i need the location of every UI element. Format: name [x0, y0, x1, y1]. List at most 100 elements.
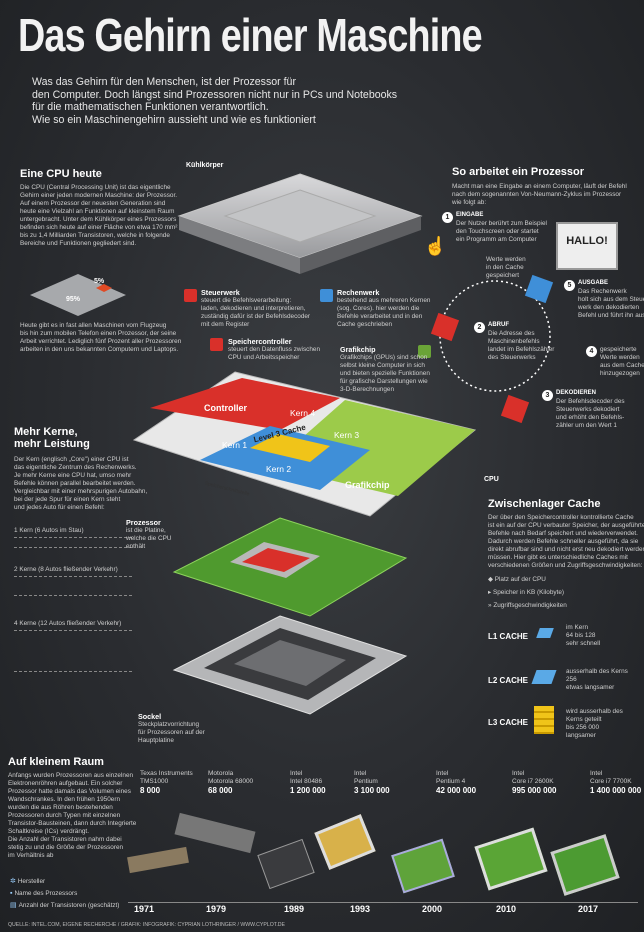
lane1-label: 1 Kern (6 Autos im Stau)	[14, 527, 84, 534]
so-arbeitet-heading: So arbeitet ein Prozessor	[452, 166, 585, 178]
steuerwerk-icon	[184, 289, 197, 302]
year-1971: 1971	[134, 904, 155, 914]
sockel-title: Sockel	[138, 712, 162, 721]
place-icon: ◆	[488, 576, 495, 583]
cache-legend: ◆ Platz auf der CPU ▸ Speicher in KB (Ki…	[488, 576, 567, 609]
pct-big: 95%	[66, 296, 81, 303]
die-grafikchip: Grafikchip	[345, 480, 390, 490]
l1-block-graphic	[536, 628, 554, 638]
cpu-heute-text: Die CPU (Central Processing Unit) ist da…	[20, 184, 178, 247]
lane1-road	[14, 537, 132, 548]
auf-kleinem-raum-text: Anfangs wurden Prozessoren aus einzelnen…	[8, 772, 137, 859]
lane2-road	[14, 576, 132, 596]
l3-details: wird ausserhalb des Kerns geteilt bis 25…	[566, 708, 623, 739]
mehr-kerne-text: Der Kern (englisch „Core") einer CPU ist…	[14, 456, 148, 511]
monitor-text: HALLO!	[566, 235, 608, 247]
die-controller: Controller	[204, 403, 248, 413]
l1-label: L1 CACHE	[488, 632, 529, 641]
speed-icon: »	[488, 602, 494, 609]
so-arbeitet-text: Macht man eine Eingabe an einem Computer…	[452, 183, 627, 206]
year-2000: 2000	[422, 904, 443, 914]
steuerwerk-text: steuert die Befehlsverarbeitung:laden, d…	[201, 297, 311, 328]
l2-block-graphic	[531, 670, 557, 684]
year-1989: 1989	[284, 904, 305, 914]
lane2-label: 2 Kerne (8 Autos fließender Verkehr)	[14, 566, 118, 573]
grafikchip-title: Grafikchip	[340, 345, 376, 354]
year-1993: 1993	[350, 904, 371, 914]
auf-kleinem-raum-heading: Auf kleinem Raum	[8, 756, 104, 768]
lane4-label: 4 Kerne (12 Autos fließender Verkehr)	[14, 620, 122, 627]
timeline-item-1971: Texas Instruments TMS1000 8 000	[140, 770, 193, 795]
calculator-icon	[320, 289, 333, 302]
gear-icon: ✲	[10, 878, 18, 885]
zwischenlager-text: Der über den Speichercontroller kontroll…	[488, 514, 644, 569]
lane4-road	[14, 630, 132, 672]
die-kern1: Kern 1	[222, 440, 248, 450]
step2-number: 2	[474, 322, 485, 333]
star-icon	[418, 345, 431, 358]
timeline-item-1979: Motorola Motorola 68000 68 000	[208, 770, 254, 795]
l1-details: im Kern 64 bis 128 sehr schnell	[566, 624, 601, 647]
heat-sink-graphic	[177, 173, 423, 274]
chip-2017-graphic	[550, 834, 620, 896]
step5-title: AUSGABE	[578, 280, 609, 286]
chip-2010-graphic	[474, 827, 548, 891]
timeline-item-1993: Intel Pentium 3 100 000	[354, 770, 390, 795]
cycle-graphic	[439, 280, 551, 392]
year-2017: 2017	[578, 904, 599, 914]
timeline-item-1989: Intel Intel 80486 1 200 000	[290, 770, 326, 795]
socket-graphic	[172, 615, 408, 715]
timeline-item-2000: Intel Pentium 4 42 000 000	[436, 770, 477, 795]
step3-number: 3	[542, 390, 553, 401]
monitor-graphic: HALLO!	[556, 222, 618, 270]
rechenwerk-title: Rechenwerk	[337, 288, 380, 297]
speichercontroller-title: Speichercontroller	[228, 337, 292, 346]
timeline-axis	[128, 902, 638, 903]
step1-number: 1	[442, 212, 453, 223]
lead-text: Was das Gehirn für den Menschen, ist der…	[32, 76, 398, 126]
zwischenlager-heading: Zwischenlager Cache	[488, 498, 601, 510]
l2-details: ausserhalb des Kerns 256 etwas langsamer	[566, 668, 628, 691]
l3-stack-graphic	[534, 706, 554, 734]
rechenwerk-text: bestehend aus mehreren Kernen(sog. Cores…	[337, 297, 431, 328]
chip-icon: ▪	[10, 890, 15, 897]
l3-label: L3 CACHE	[488, 718, 529, 727]
mehr-kerne-heading-2: mehr Leistung	[14, 438, 90, 450]
steuerwerk-title: Steuerwerk	[201, 288, 240, 297]
step4-number: 4	[586, 346, 597, 357]
chip-2000-graphic	[391, 838, 455, 894]
source-footer: QUELLE: INTEL.COM, EIGENE RECHERCHE / GR…	[8, 922, 285, 928]
timeline-item-2010: Intel Core i7 2600K 995 000 000	[512, 770, 557, 795]
storage-icon: ▸	[488, 589, 493, 596]
kuehlkoerper-label: Kühlkörper	[186, 162, 224, 169]
share-text: Heute gibt es in fast allen Maschinen vo…	[20, 322, 182, 353]
processor-board-graphic	[172, 517, 408, 617]
step3-title: DEKODIEREN	[556, 390, 597, 396]
cpu-label: CPU	[484, 476, 499, 483]
chip-1989-graphic	[257, 838, 315, 890]
cpu-die-graphic	[132, 371, 477, 517]
timeline-item-2017: Intel Core i7 7700K 1 400 000 000	[590, 770, 642, 795]
prozessor-title: Prozessor	[126, 518, 161, 527]
die-kern4: Kern 4	[290, 408, 316, 418]
l2-label: L2 CACHE	[488, 676, 529, 685]
chip-1979-graphic	[174, 812, 256, 854]
chip-1993-graphic	[314, 814, 376, 870]
pct-small: 5%	[94, 278, 105, 285]
share-diamond-graphic	[30, 274, 126, 316]
step5-number: 5	[564, 280, 575, 291]
hand-touch-icon: ☝	[424, 236, 447, 256]
page-title: Das Gehirn einer Maschine	[18, 9, 483, 61]
memory-chip-icon	[210, 338, 223, 351]
year-1979: 1979	[206, 904, 227, 914]
step1-title: EINGABE	[456, 212, 484, 218]
